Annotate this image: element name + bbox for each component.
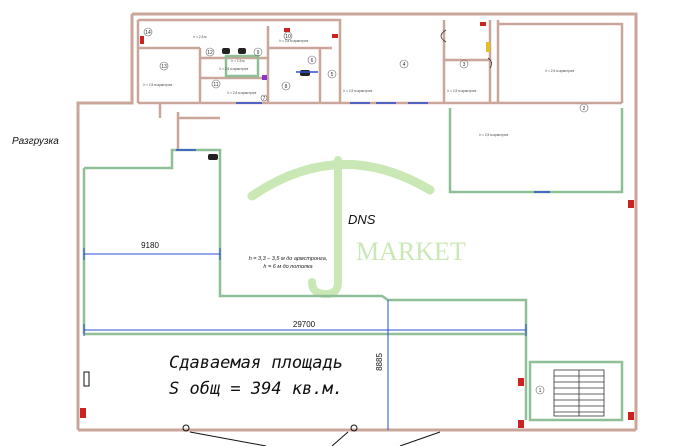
room-notes: h = 2,5 м армстронг h = 2,5 м армстронг … bbox=[143, 35, 575, 137]
room-number: 3 bbox=[463, 62, 466, 68]
room-note: h = 2,5 м bbox=[232, 59, 245, 63]
watermark-logo: MARKET bbox=[247, 156, 466, 299]
panel-icon bbox=[262, 75, 267, 80]
rent-area: S общ = 394 кв.м. bbox=[169, 379, 343, 399]
inner-walls bbox=[82, 54, 624, 422]
room-number: 14 bbox=[145, 30, 151, 36]
fire-boxes bbox=[80, 22, 634, 428]
ceiling-height-note: h = 6 м до потолка bbox=[263, 264, 312, 270]
room-note: h = 2,5 м bbox=[194, 35, 207, 39]
room-number: 1 bbox=[539, 388, 542, 394]
fuse-box-icon bbox=[486, 42, 490, 52]
dimension-height: 8885 bbox=[375, 353, 384, 371]
room-note: h = 2,5 м армстронг bbox=[279, 39, 309, 43]
room-number: 13 bbox=[161, 64, 167, 70]
rent-title: Сдаваемая площадь bbox=[169, 353, 343, 373]
room-number: 7 bbox=[263, 96, 266, 102]
room-note: h = 2,5 м армстронг bbox=[447, 89, 477, 93]
toilet-icon bbox=[238, 48, 246, 54]
doors bbox=[176, 29, 550, 193]
room-note: h = 2,5 м армстронг bbox=[227, 91, 257, 95]
dimension-lines bbox=[83, 248, 527, 430]
room-numbers: 14 13 12 11 9 10 6 5 8 4 3 2 1 7 bbox=[143, 27, 589, 395]
ceiling-height-note: h = 3,3 – 3,5 м до армстронга, bbox=[249, 256, 328, 262]
room-number: 4 bbox=[403, 62, 406, 68]
toilet-icon bbox=[300, 70, 310, 76]
stairs bbox=[553, 369, 605, 417]
service-block-walls bbox=[136, 18, 624, 150]
room-note: h = 2,5 м армстронг bbox=[143, 83, 173, 87]
room-note: h = 2,5 м армстронг bbox=[545, 69, 575, 73]
room-number: 8 bbox=[285, 84, 288, 90]
room-number: 10 bbox=[285, 34, 291, 40]
room-note: h = 2,5 м армстронг bbox=[219, 67, 249, 71]
room-number: 12 bbox=[207, 50, 213, 56]
dimension-width-left: 9180 bbox=[141, 241, 159, 250]
entrance-markers bbox=[83, 371, 441, 446]
room-number: 11 bbox=[213, 82, 218, 88]
watermark-text: MARKET bbox=[356, 237, 466, 266]
room-number: 2 bbox=[583, 106, 586, 112]
room-number: 9 bbox=[257, 50, 260, 56]
unloading-label: Разгрузка bbox=[12, 136, 59, 147]
dimension-width-total: 29700 bbox=[293, 320, 316, 329]
room-note: h = 2,5 м армстронг bbox=[343, 89, 373, 93]
sink-icon bbox=[222, 48, 230, 54]
room-number: 6 bbox=[311, 58, 314, 64]
toilet-icon bbox=[208, 154, 218, 160]
room-number: 5 bbox=[331, 72, 334, 78]
brand-label: DNS bbox=[348, 212, 376, 227]
outer-walls bbox=[76, 12, 638, 432]
room-note: h = 2,5 м армстронг bbox=[479, 133, 509, 137]
